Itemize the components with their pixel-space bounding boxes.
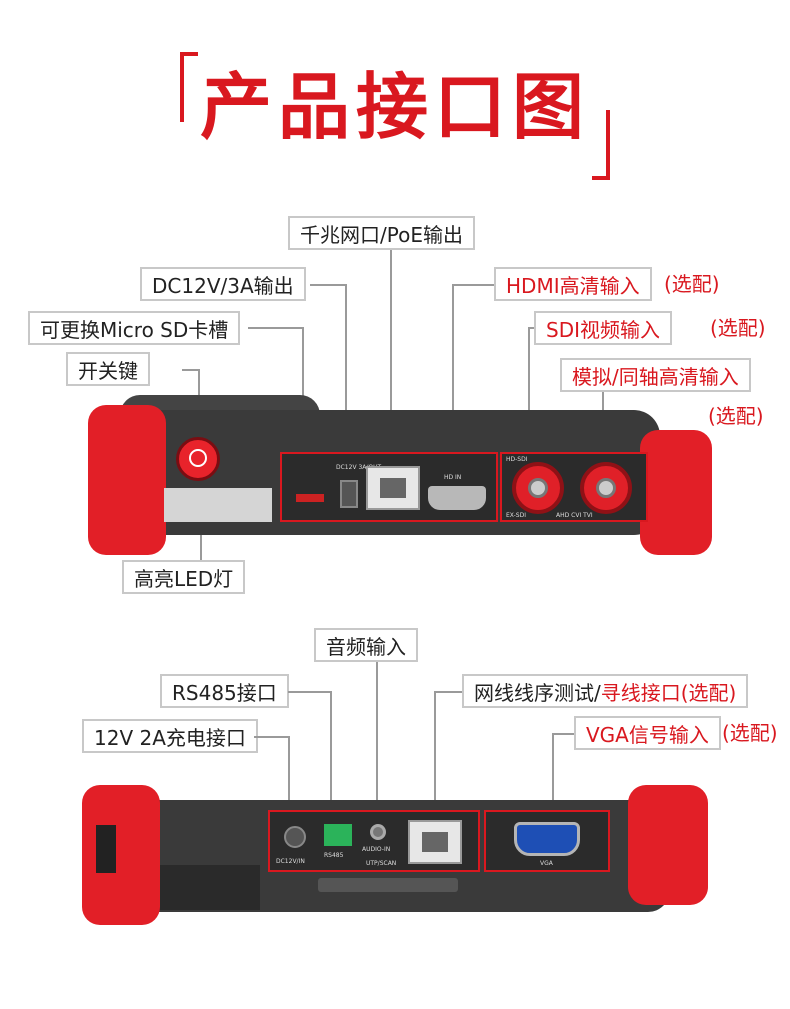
leader-line	[182, 369, 198, 371]
leader-line	[452, 284, 454, 448]
power-icon	[189, 449, 207, 467]
optional-label-analog: (选配)	[708, 404, 764, 428]
cable-tracer-text: 寻线接口(选配)	[600, 681, 737, 705]
callout-dc-out: DC12V/3A输出	[140, 267, 306, 301]
audio-in-jack[interactable]	[370, 824, 386, 840]
optional-label-sdi: (选配)	[710, 316, 766, 340]
leader-line	[552, 733, 574, 735]
hdmi-port[interactable]	[428, 486, 486, 510]
cable-test-text: 网线线序测试/	[474, 681, 601, 705]
callout-analog-in: 模拟/同轴高清输入	[560, 358, 751, 392]
leader-line	[288, 691, 330, 693]
leader-line	[288, 736, 290, 812]
device-lower-shell	[150, 865, 260, 910]
utp-scan-label: UTP/SCAN	[366, 860, 397, 867]
rj45-port[interactable]	[366, 466, 420, 510]
page-title: 产品接口图	[199, 65, 590, 149]
rubber-bumper-left	[82, 785, 160, 925]
callout-rs485: RS485接口	[160, 674, 289, 708]
callout-cable-test: 网线线序测试/寻线接口(选配)	[462, 674, 749, 708]
leader-line	[330, 691, 332, 812]
leader-line	[434, 691, 436, 812]
ex-sdi-label: EX-SDI	[506, 512, 526, 519]
callout-gigabit-poe: 千兆网口/PoE输出	[288, 216, 475, 250]
hdmi-port-label: HD IN	[444, 474, 462, 481]
rs485-label: RS485	[324, 852, 344, 859]
leader-line	[248, 327, 304, 329]
port-panel-bottom-left: DC12V/IN RS485 AUDIO-IN UTP/SCAN	[268, 810, 480, 872]
leader-line	[390, 250, 392, 448]
title-bracket-right	[592, 110, 610, 180]
callout-micro-sd: 可更换Micro SD卡槽	[28, 311, 241, 345]
callout-audio-in: 音频输入	[314, 628, 418, 662]
leader-line	[552, 733, 554, 812]
leader-line	[200, 522, 202, 560]
leader-line	[254, 736, 288, 738]
dc-in-label: DC12V/IN	[276, 858, 305, 865]
vga-label: VGA	[540, 860, 553, 867]
dc-in-jack[interactable]	[284, 826, 306, 848]
callout-led: 高亮LED灯	[122, 560, 246, 594]
leader-line	[302, 327, 304, 447]
port-panel-left: DC12V 3A/OUT HD IN	[280, 452, 498, 522]
leader-line	[434, 691, 462, 693]
leader-line	[452, 284, 494, 286]
vga-port[interactable]	[514, 822, 580, 856]
rs485-terminal[interactable]	[324, 824, 352, 846]
port-panel-bottom-right: VGA	[484, 810, 610, 872]
leader-line	[376, 662, 378, 812]
callout-vga-in: VGA信号输入	[574, 716, 721, 750]
callout-power-key: 开关键	[66, 352, 150, 386]
leader-line	[345, 284, 347, 448]
bnc-sdi-port[interactable]	[512, 462, 564, 514]
callout-sdi-in: SDI视频输入	[534, 311, 672, 345]
strap-slot	[96, 825, 116, 873]
led-light	[164, 488, 272, 522]
rubber-bumper-right	[628, 785, 708, 905]
leader-line	[310, 284, 346, 286]
stand-bracket	[318, 878, 458, 892]
leader-line	[528, 327, 530, 452]
rubber-bumper-left	[88, 405, 166, 555]
leader-line	[528, 327, 534, 329]
rubber-bumper-right	[640, 430, 712, 555]
micro-sd-slot[interactable]	[296, 494, 324, 502]
optional-label-vga: (选配)	[722, 721, 778, 745]
hd-sdi-label: HD-SDI	[506, 456, 528, 463]
utp-scan-port[interactable]	[408, 820, 462, 864]
dc-out-jack[interactable]	[340, 480, 358, 508]
ahd-label: AHD CVI TVI	[556, 512, 593, 519]
audio-in-label: AUDIO-IN	[362, 846, 391, 853]
callout-hdmi-in: HDMI高清输入	[494, 267, 652, 301]
title-bracket-left	[180, 52, 198, 122]
power-button[interactable]	[176, 437, 220, 481]
optional-label-hdmi: (选配)	[664, 272, 720, 296]
callout-charge: 12V 2A充电接口	[82, 719, 258, 753]
port-panel-right: HD-SDI EX-SDI AHD CVI TVI	[500, 452, 648, 522]
bnc-analog-port[interactable]	[580, 462, 632, 514]
dc-port-label: DC12V 3A/OUT	[336, 464, 382, 471]
